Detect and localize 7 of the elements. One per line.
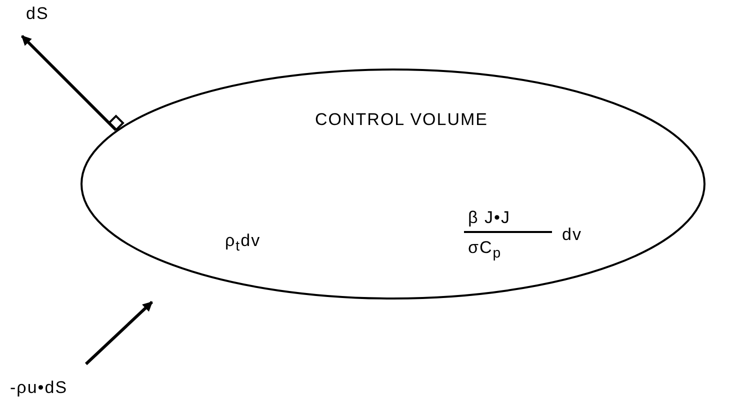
vector-label: dS — [26, 4, 49, 24]
region-title: CONTROL VOLUME — [315, 110, 488, 130]
fraction-denominator: σC$_{p}$ — [468, 238, 502, 264]
fraction-numerator: β J•J — [468, 208, 510, 228]
vector-label: -ρu•dS — [10, 378, 68, 398]
formula-text: ρ$_{t}$dv — [225, 231, 261, 256]
formula-text: dv — [562, 225, 582, 245]
